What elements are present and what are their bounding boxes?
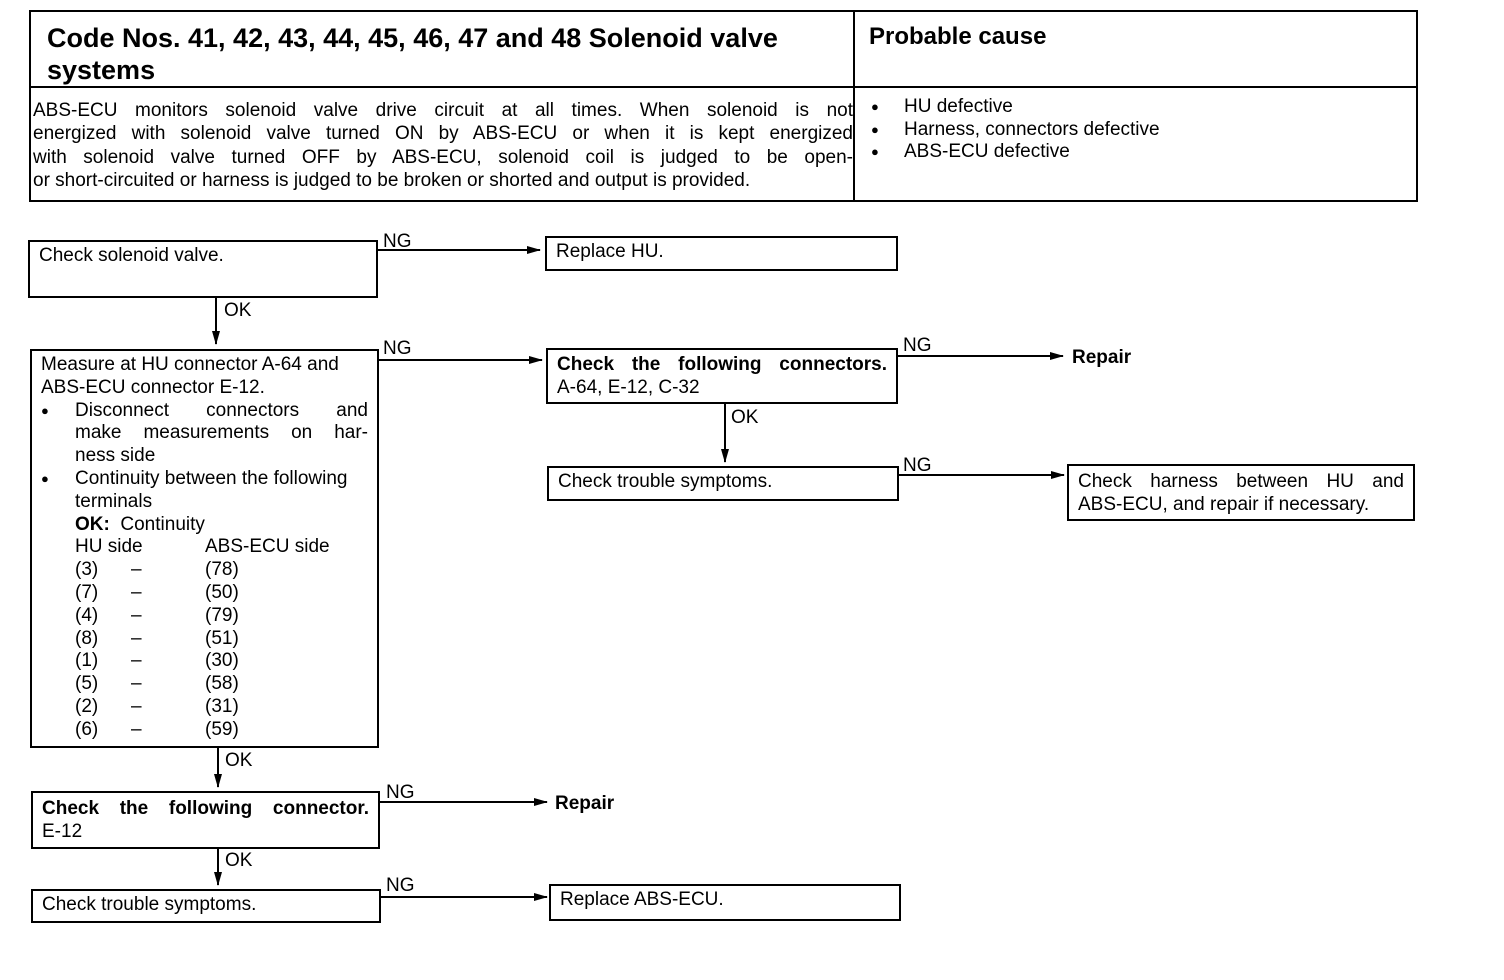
description-line: with solenoid valve turned OFF by ABS-EC… — [33, 146, 853, 168]
measure-line: ABS-ECU connector E-12. — [41, 376, 265, 398]
terminal-hu: (5) — [75, 673, 99, 695]
check-trouble-text: Check trouble symptoms. — [558, 471, 773, 492]
header-table — [29, 10, 1418, 202]
check-solenoid-box: Check solenoid valve. — [28, 240, 378, 298]
terminal-dash: – — [131, 650, 142, 672]
bullet-text: terminals — [75, 490, 153, 512]
terminal-ecu: (78) — [205, 559, 239, 581]
terminal-dash: – — [131, 673, 142, 695]
replace-hu-text: Replace HU. — [556, 241, 664, 262]
measure-bullet: Disconnect connectors and make measureme… — [41, 400, 368, 468]
terminal-dash: – — [131, 559, 142, 581]
cause-item: Harness, connectors defective — [867, 119, 1160, 142]
cause-item: ABS-ECU defective — [867, 141, 1160, 164]
replace-ecu-box: Replace ABS-ECU. — [549, 884, 901, 921]
ok-criterion-label: OK: — [75, 513, 110, 535]
terminal-ecu: (30) — [205, 650, 239, 672]
measure-line: Measure at HU connector A-64 and — [41, 354, 339, 375]
terminal-dash: – — [131, 695, 142, 717]
terminal-dash: – — [131, 581, 142, 603]
table-row: (1) – (30) — [75, 650, 368, 673]
cause-item: HU defective — [867, 96, 1160, 119]
ng-label: NG — [386, 875, 415, 896]
terminal-ecu: (58) — [205, 673, 239, 695]
terminal-hu: (4) — [75, 604, 99, 626]
ok-label: OK — [225, 750, 253, 771]
terminal-dash: – — [131, 627, 142, 649]
terminal-hu: (3) — [75, 559, 99, 581]
terminal-hu: (6) — [75, 718, 99, 740]
ok-criterion: OK: Continuity — [75, 514, 368, 537]
check-connectors-list: A-64, E-12, C-32 — [557, 377, 700, 398]
measure-box: Measure at HU connector A-64 and ABS-ECU… — [30, 349, 379, 748]
table-row: (5) – (58) — [75, 673, 368, 696]
description-line: ABS-ECU monitors solenoid valve drive ci… — [33, 100, 853, 121]
check-connector-value: E-12 — [42, 821, 83, 842]
column-header-hu: HU side — [75, 536, 143, 558]
bullet-text: make measurements on har- — [75, 422, 368, 444]
ok-label: OK — [225, 850, 253, 871]
ok-label: OK — [731, 407, 759, 428]
terminal-ecu: (31) — [205, 695, 239, 717]
header-divider-horizontal — [29, 86, 1418, 88]
bullet-text: Continuity between the following — [75, 467, 348, 489]
column-header-ecu: ABS-ECU side — [205, 536, 330, 558]
description-line: energized with solenoid valve turned ON … — [33, 123, 853, 145]
header-divider-vertical — [853, 10, 855, 202]
ng-label: NG — [386, 782, 415, 803]
check-connector-box: Check the following connector. E-12 — [31, 791, 380, 849]
description-line: or short-circuited or harness is judged … — [33, 169, 751, 191]
terminal-hu: (1) — [75, 650, 99, 672]
ng-label: NG — [383, 338, 412, 359]
cause-list: HU defective Harness, connectors defecti… — [867, 96, 1160, 164]
bullet-text: Disconnect connectors and — [75, 399, 368, 421]
check-solenoid-text: Check solenoid valve. — [39, 245, 224, 266]
table-row: (7) – (50) — [75, 582, 368, 605]
replace-ecu-text: Replace ABS-ECU. — [560, 889, 724, 910]
replace-hu-box: Replace HU. — [545, 236, 898, 271]
ng-label: NG — [903, 335, 932, 356]
check-harness-line: Check harness between HU and — [1078, 471, 1404, 492]
terminal-table: (3) – (78) (7) – (50) (4) – (79) (8) – (51) (1) – (30)… — [75, 559, 368, 741]
repair-label: Repair — [1072, 347, 1132, 368]
terminal-dash: – — [131, 718, 142, 740]
check-harness-box: Check harness between HU and ABS-ECU, an… — [1067, 464, 1415, 521]
description: ABS-ECU monitors solenoid valve drive ci… — [33, 99, 853, 192]
terminal-hu: (8) — [75, 627, 99, 649]
table-row: (8) – (51) — [75, 628, 368, 651]
terminal-hu: (2) — [75, 695, 99, 717]
table-row: (3) – (78) — [75, 559, 368, 582]
check-connector-title: Check the following connector. — [42, 798, 369, 819]
terminal-table-header: HU side ABS-ECU side — [75, 536, 368, 559]
terminal-dash: – — [131, 604, 142, 626]
check-trouble-box: Check trouble symptoms. — [31, 889, 381, 923]
terminal-ecu: (50) — [205, 581, 239, 603]
table-row: (6) – (59) — [75, 719, 368, 742]
terminal-ecu: (59) — [205, 718, 239, 740]
measure-detail: OK: Continuity HU side ABS-ECU side (3) –… — [41, 514, 368, 742]
repair-label: Repair — [555, 793, 615, 814]
check-connectors-title: Check the following connectors. — [557, 354, 887, 375]
ng-label: NG — [903, 455, 932, 476]
check-trouble-box: Check trouble symptoms. — [547, 466, 899, 501]
ng-label: NG — [383, 231, 412, 252]
table-row: (2) – (31) — [75, 696, 368, 719]
check-harness-line: ABS-ECU, and repair if necessary. — [1078, 494, 1370, 515]
terminal-ecu: (51) — [205, 627, 239, 649]
terminal-ecu: (79) — [205, 604, 239, 626]
table-row: (4) – (79) — [75, 605, 368, 628]
check-connectors-box: Check the following connectors. A-64, E-… — [546, 348, 898, 404]
page-title: Code Nos. 41, 42, 43, 44, 45, 46, 47 and… — [47, 23, 778, 85]
measure-bullet: Continuity between the following termina… — [41, 468, 368, 514]
ok-criterion-value: Continuity — [120, 513, 205, 535]
terminal-hu: (7) — [75, 581, 99, 603]
bullet-text: ness side — [75, 445, 156, 467]
ok-label: OK — [224, 300, 252, 321]
probable-cause-heading: Probable cause — [869, 23, 1047, 50]
check-trouble-text: Check trouble symptoms. — [42, 894, 257, 915]
